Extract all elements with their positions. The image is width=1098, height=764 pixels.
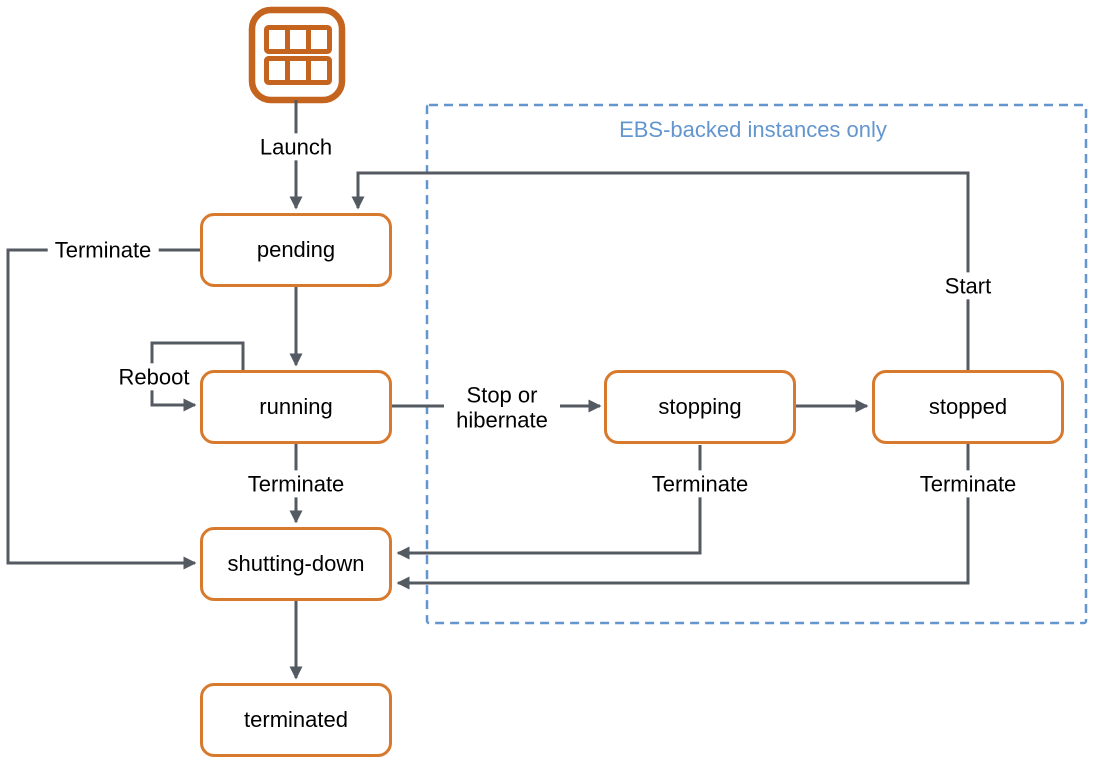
ami-icon	[248, 6, 346, 104]
edge-terminate-from-stopped-line	[396, 444, 970, 590]
edge-label-reboot: Reboot	[111, 363, 197, 391]
edge-label-launch: Launch	[252, 133, 340, 161]
edge-terminate-from-stopping-line	[396, 445, 702, 560]
ebs-region-border	[425, 103, 1088, 625]
edge-reboot-loop-line	[150, 341, 245, 412]
state-node-running: running	[200, 370, 392, 444]
state-node-shutting-down: shutting-down	[200, 527, 392, 601]
state-node-stopping: stopping	[604, 370, 796, 444]
edge-label-terminate-from-running: Terminate	[240, 470, 352, 498]
edge-label-terminate-from-pending: Terminate	[47, 236, 159, 264]
edge-label-start: Start	[937, 272, 999, 300]
edge-label-stop-or-hibernate: Stop or hibernate	[444, 381, 560, 435]
edge-label-terminate-from-stopped: Terminate	[912, 470, 1024, 498]
edge-label-terminate-from-stopping: Terminate	[644, 470, 756, 498]
state-node-stopped: stopped	[872, 370, 1064, 444]
edge-start-line	[351, 171, 970, 370]
state-node-terminated: terminated	[200, 683, 392, 757]
ebs-region-label: EBS-backed instances only	[613, 117, 893, 143]
state-node-pending: pending	[200, 213, 392, 287]
